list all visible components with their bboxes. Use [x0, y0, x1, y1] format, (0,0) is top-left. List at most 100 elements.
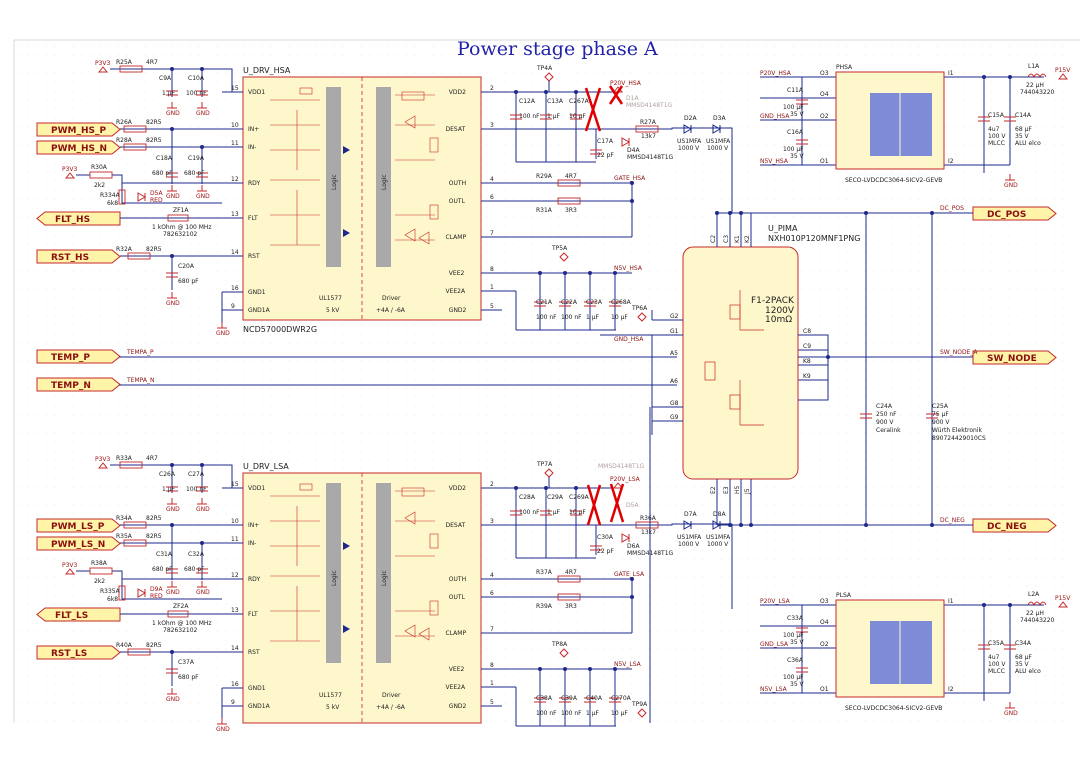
dcdc-hs-net-2: N5V_HSA — [760, 158, 789, 165]
c268a-val: 10 µF — [611, 314, 628, 321]
junction — [563, 271, 567, 275]
cap-c40a — [584, 697, 596, 703]
testpoint-tp8a — [559, 648, 569, 658]
driver-ls-pin-name-gnd2: GND2 — [449, 703, 467, 710]
c27a-val: 100 nF — [186, 486, 207, 493]
cap-c21a — [534, 301, 546, 307]
port-pwm-hs-p[interactable] — [36, 122, 121, 137]
r39a-ref: R39A — [536, 603, 553, 610]
driver-hs-pin-name-gnd2: GND2 — [449, 307, 467, 314]
gnd-label: GND — [166, 696, 180, 703]
c10a-val: 100 nF — [186, 90, 207, 97]
c36a-val: 100 µF — [783, 674, 804, 681]
power-module-body — [682, 246, 799, 480]
r36a-ref: R36A — [640, 515, 657, 522]
wire — [171, 129, 203, 184]
driver-ls-block: U_DRV_LSA Logic Logic UL1577 5 kV Driver… — [242, 462, 482, 724]
cap-c11a — [796, 99, 808, 105]
module-pin-top-num-3: K2 — [744, 235, 751, 243]
driver-ls-pin-name-vdd2: VDD2 — [449, 485, 466, 492]
port-sw-node[interactable] — [972, 350, 1057, 365]
junction — [630, 595, 634, 599]
junction — [170, 463, 174, 467]
dnp-d1a: D1A — [626, 95, 639, 102]
port-pwm-ls-n[interactable] — [36, 536, 121, 551]
c38a-ref: C38A — [536, 695, 553, 702]
port-rst-hs[interactable] — [36, 249, 121, 264]
tp4a-ref: TP4A — [536, 65, 553, 72]
p3v3-hs-2 — [64, 172, 76, 179]
resistor-r33a — [119, 461, 143, 469]
port-flt-ls[interactable] — [36, 607, 121, 622]
zf2a-pn: 782632102 — [163, 627, 198, 634]
r37a-ref: R37A — [536, 569, 553, 576]
driver-hs-pin-num-7: 7 — [490, 230, 494, 237]
c20a-ref: C20A — [178, 263, 195, 270]
tp9a-ref: TP9A — [631, 701, 648, 708]
c25a-val2: 900 V — [932, 419, 950, 426]
junction — [588, 271, 592, 275]
port-rst-ls[interactable] — [36, 645, 121, 660]
driver-ls-pin-num-9: 9 — [231, 699, 235, 706]
port-temp-p[interactable] — [36, 349, 121, 364]
resistor-r335a — [118, 585, 126, 601]
dcdc-ls — [835, 599, 945, 698]
tp8a-ref: TP8A — [551, 641, 568, 648]
driver-ls-pin-name-gnd1a: GND1A — [248, 703, 271, 710]
driver-ls-pin-name-vee2a: VEE2A — [446, 684, 467, 691]
diode-d2a — [683, 124, 693, 134]
driver-hs-pin-num-2: 2 — [490, 85, 494, 92]
r26a-val: 82R5 — [146, 119, 162, 126]
c9a-val: 1 µF — [162, 90, 176, 97]
dcdc-ls-net-0: P20V_LSA — [760, 598, 791, 605]
driver-hs-pin-num-6: 6 — [490, 194, 494, 201]
port-dc-neg[interactable] — [972, 518, 1057, 533]
resistor-r28a — [123, 143, 147, 151]
diode-d4a — [621, 137, 631, 147]
wire — [76, 570, 222, 580]
net-gnd_hsa: GND_HSA — [614, 336, 644, 343]
driver-hs-pin-name-desat: DESAT — [446, 126, 466, 133]
testpoint-tp7a — [544, 468, 554, 478]
r31a-ref: R31A — [536, 207, 553, 214]
resistor-r26a — [123, 125, 147, 133]
junction — [170, 67, 174, 71]
c18a-val: 680 pF — [152, 170, 173, 177]
net-n5v_hsa: N5V_HSA — [614, 265, 643, 272]
c33a-val2: 35 V — [790, 639, 805, 646]
driver-ls-pin-num-7: 7 — [490, 626, 494, 633]
port-flt-hs[interactable] — [36, 211, 121, 226]
power-module-voltage: 1200V — [765, 306, 795, 316]
driver-hs-pin-num-11: 11 — [231, 140, 239, 147]
dcdc-hs — [835, 71, 945, 170]
module-pin-left-num-2: A5 — [670, 350, 678, 357]
c29a-ref: C29A — [547, 494, 564, 501]
dcdc-hs-rpin-num-1: I2 — [948, 158, 954, 165]
port-pwm-ls-p[interactable] — [36, 518, 121, 533]
driver-hs-pin-num-9: 9 — [231, 303, 235, 310]
d5a-ref: D5A — [150, 190, 163, 197]
diode-d7a — [683, 520, 693, 530]
c32a-val: 680 pF — [184, 566, 205, 573]
cap-c20a — [166, 272, 178, 278]
r39a-val: 3R3 — [565, 603, 577, 610]
cap-c37a — [166, 668, 178, 674]
d3a-val: US1MFA — [706, 138, 731, 145]
port-temp-n[interactable] — [36, 377, 121, 392]
port-pwm-hs-n[interactable] — [36, 140, 121, 155]
driver-hs-pin-num-15: 15 — [231, 85, 239, 92]
junction — [200, 463, 204, 467]
c14a-ref: C14A — [1015, 112, 1032, 119]
p3v3-ls-2 — [64, 568, 76, 575]
r28a-val: 82R5 — [146, 137, 162, 144]
ferrite-zf1a — [167, 214, 189, 222]
resistor-r34a — [123, 521, 147, 529]
tp5a-ref: TP5A — [551, 245, 568, 252]
driver-ls-pin-name-vee2: VEE2 — [449, 666, 465, 673]
l2a-val: 22 µH — [1026, 610, 1044, 617]
power-module-part: NXH010P120MNF1PNG — [768, 234, 860, 243]
driver-hs-pin-name-vdd1: VDD1 — [248, 89, 265, 96]
port-dc-pos[interactable] — [972, 206, 1057, 221]
driver-hs-pin-name-gnd1: GND1 — [248, 289, 266, 296]
